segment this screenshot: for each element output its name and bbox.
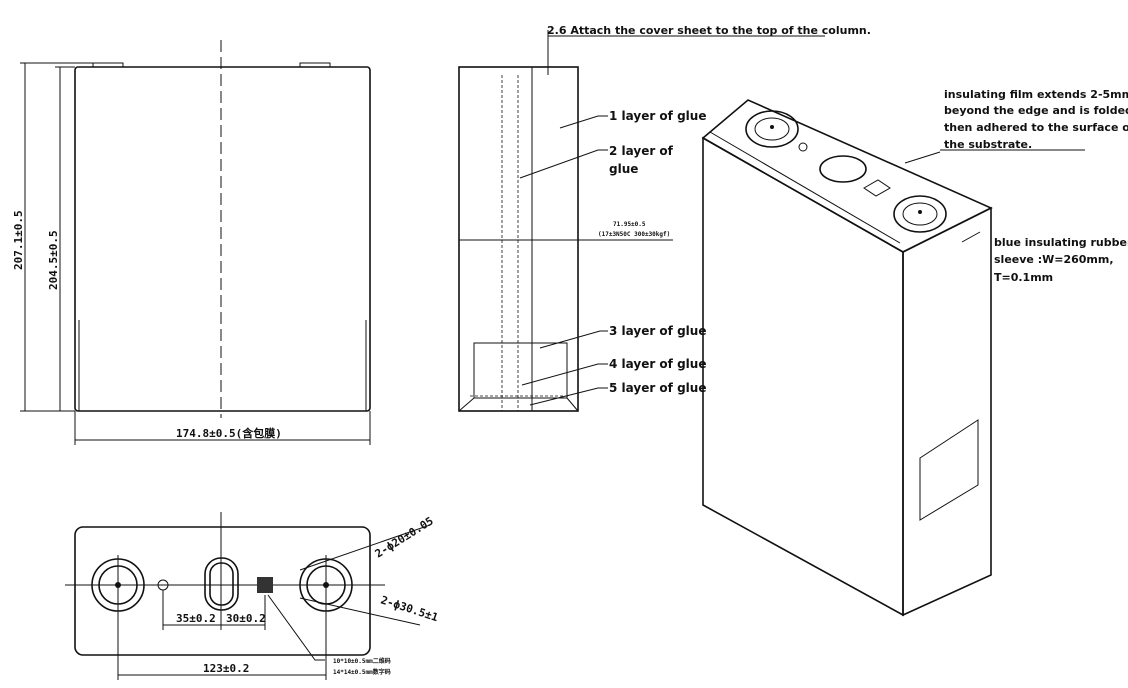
sleeve-note-line-3: T=0.1mm xyxy=(994,271,1053,284)
film-note-line-4: the substrate. xyxy=(944,138,1032,151)
sleeve-note-line-2: sleeve :W=260mm, xyxy=(994,253,1114,266)
glue-label-1: 1 layer of glue xyxy=(609,109,706,123)
front-view: 207.1±0.5 204.5±0.5 174.8±0.5(含包膜) xyxy=(12,40,371,445)
height-outer-dimension: 207.1±0.5 xyxy=(12,210,25,270)
top-view: 35±0.2 30±0.2 123±0.2 2-ϕ20±0.05 2-ϕ30.5… xyxy=(65,512,440,680)
thickness-note: (17±3N50C 300±30kgf) xyxy=(598,231,670,238)
side-view: 2.6 Attach the cover sheet to the top of… xyxy=(458,24,871,412)
terminal-outer-diameter: 2-ϕ30.5±1 xyxy=(379,593,440,624)
cover-sheet-note: 2.6 Attach the cover sheet to the top of… xyxy=(547,24,871,37)
film-note-line-3: then adhered to the surface of xyxy=(944,121,1128,134)
isometric-view: insulating film extends 2-5mm beyond the… xyxy=(701,88,1128,617)
height-inner-dimension: 204.5±0.5 xyxy=(47,230,60,290)
offset-right-dimension: 30±0.2 xyxy=(226,612,266,625)
glue-label-4: 4 layer of glue xyxy=(609,357,706,371)
film-note-line-1: insulating film extends 2-5mm xyxy=(944,88,1128,101)
glue-label-3: 3 layer of glue xyxy=(609,324,706,338)
sleeve-note-line-1: blue insulating rubber xyxy=(994,236,1128,249)
glue-label-2-cont: glue xyxy=(609,162,638,176)
qr-code-label: 10*10±0.5mm二维码 xyxy=(333,657,391,665)
glue-label-5: 5 layer of glue xyxy=(609,381,706,395)
film-note-line-2: beyond the edge and is folded, xyxy=(944,104,1128,117)
thickness-dimension: 71.95±0.5 xyxy=(613,221,646,228)
digit-code-label: 14*14±0.5mm数字码 xyxy=(333,668,391,676)
width-dimension: 174.8±0.5(含包膜) xyxy=(176,426,282,440)
terminal-spacing-dimension: 123±0.2 xyxy=(203,662,249,675)
offset-left-dimension: 35±0.2 xyxy=(176,612,216,625)
glue-label-2: 2 layer of xyxy=(609,144,674,158)
terminal-diameter: 2-ϕ20±0.05 xyxy=(373,514,436,560)
